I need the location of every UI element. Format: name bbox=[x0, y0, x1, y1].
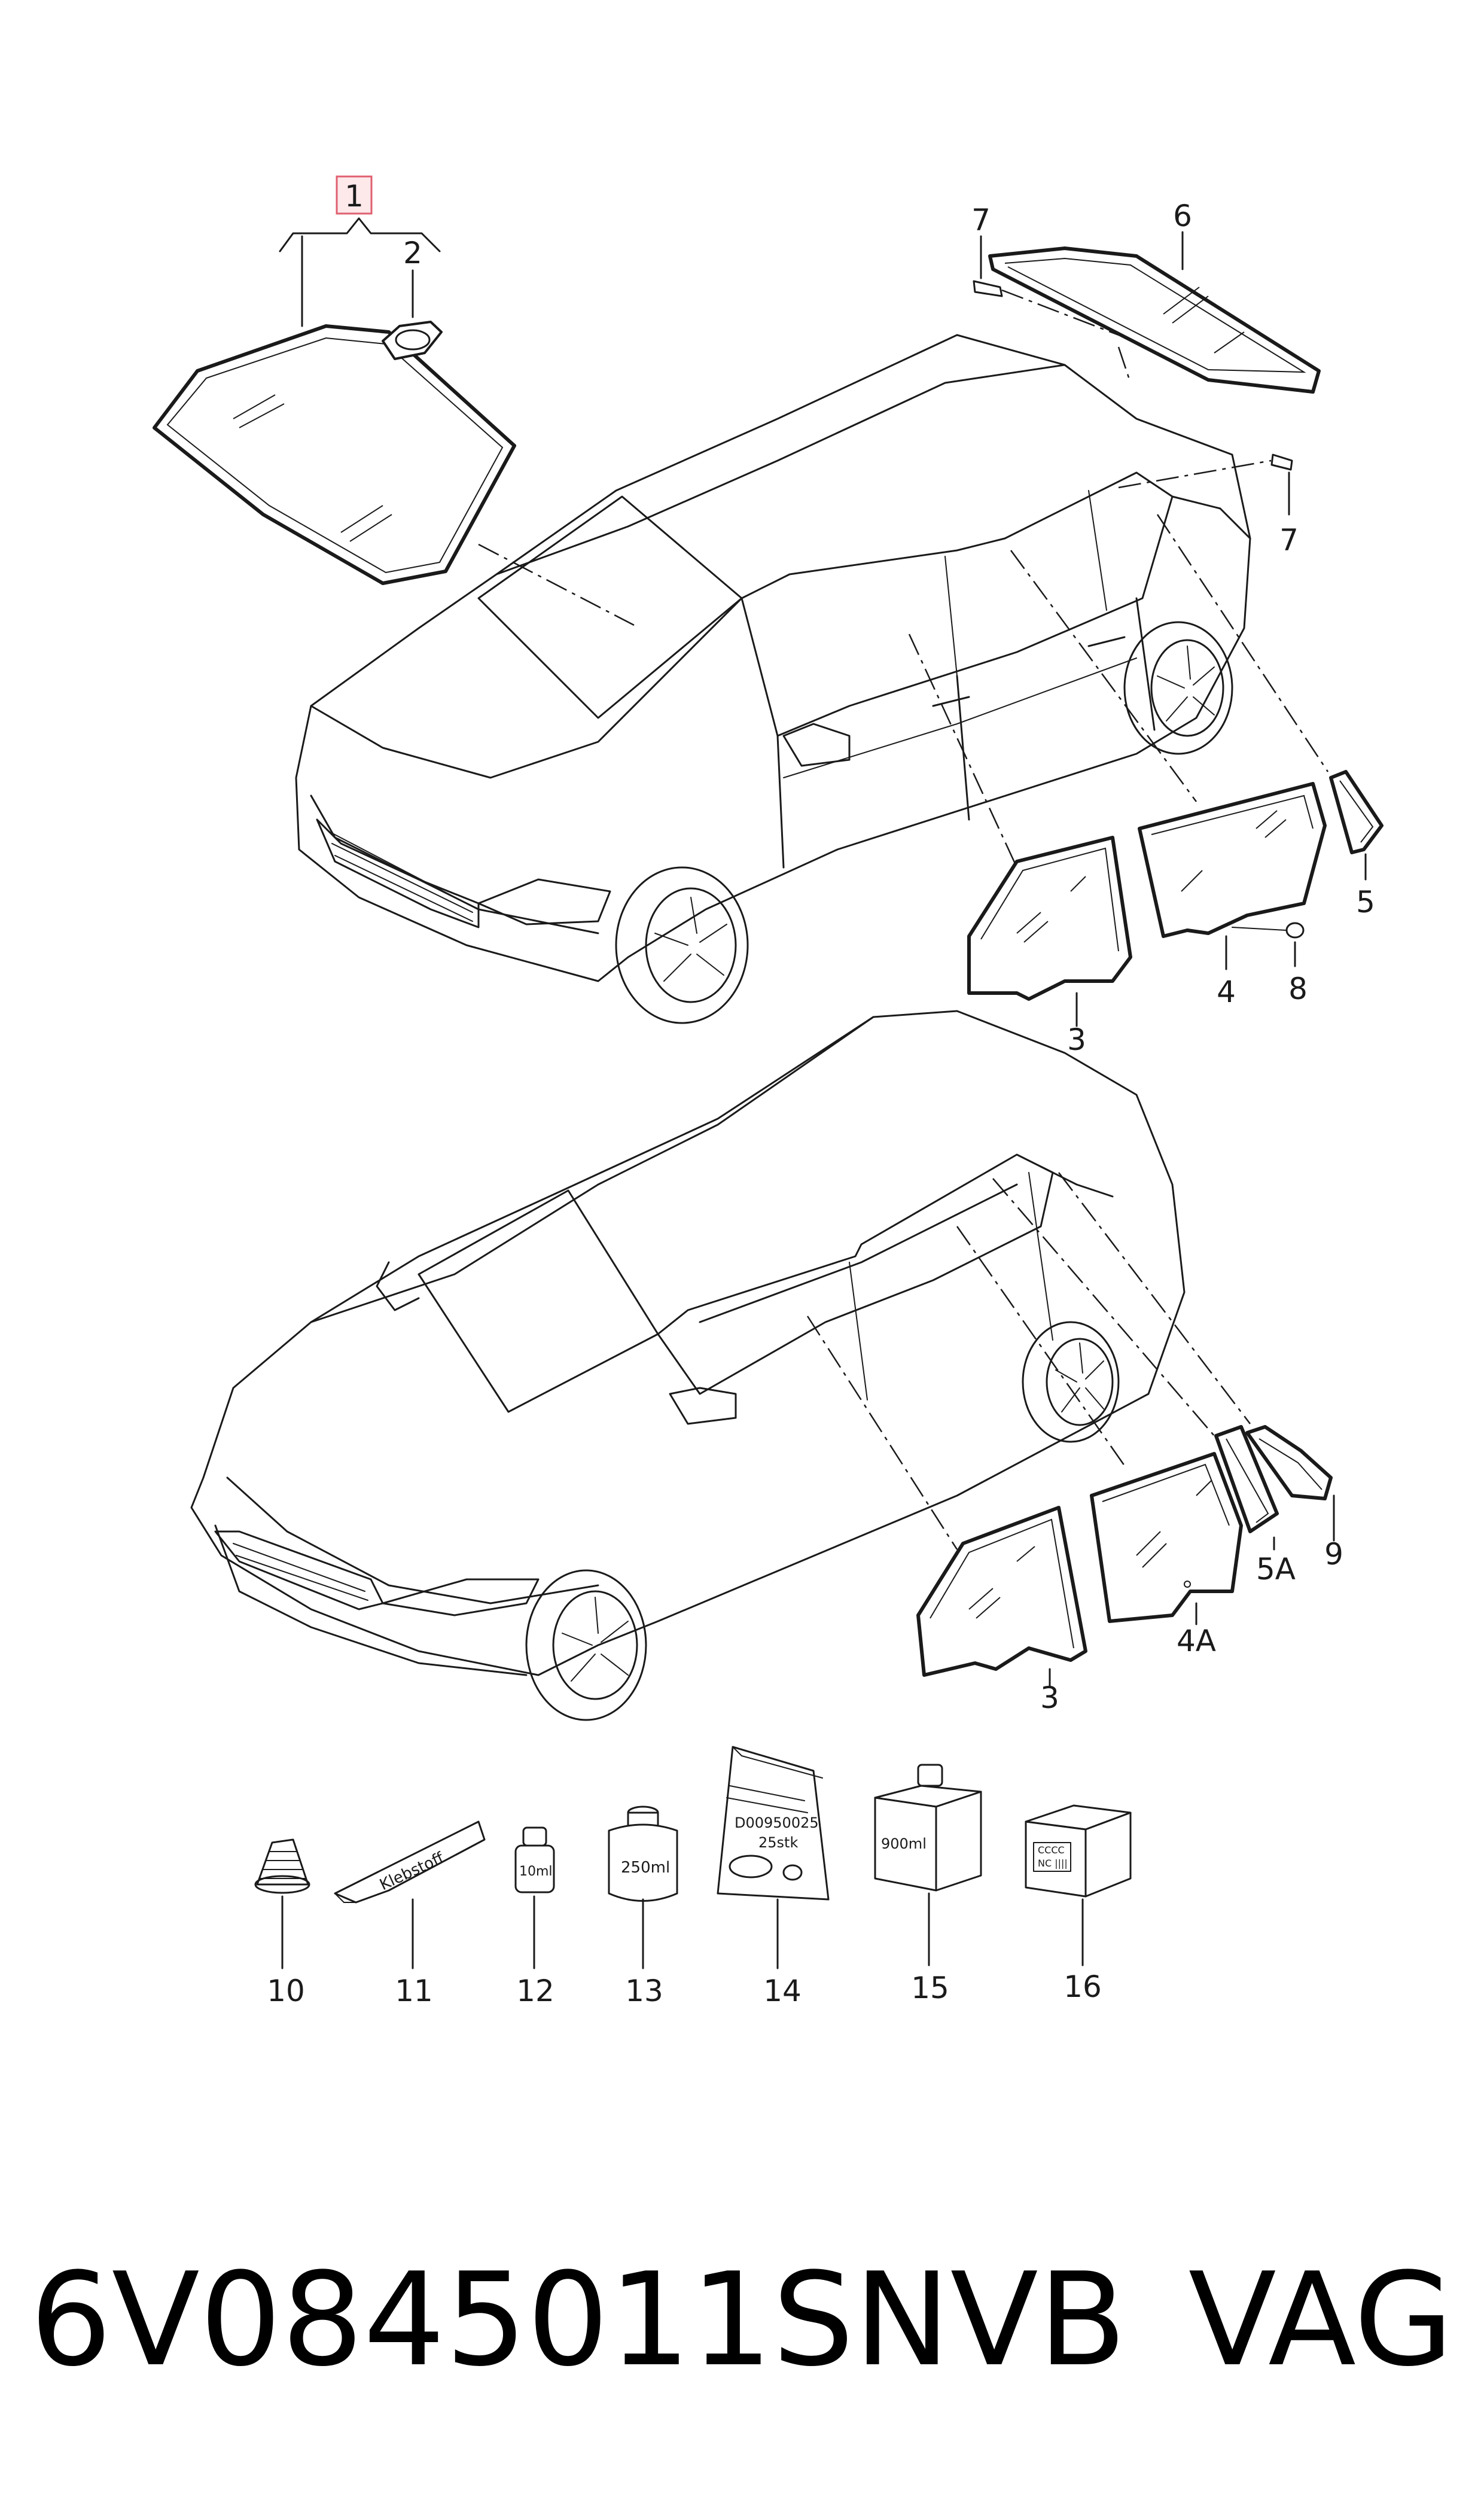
callout-2: 2 bbox=[403, 236, 422, 270]
callout-5: 5 bbox=[1356, 885, 1375, 919]
rear-window-part bbox=[988, 231, 1321, 394]
parts-bag-part-14: D00950025 25stk bbox=[717, 1746, 830, 1969]
svg-text:250ml: 250ml bbox=[621, 1859, 670, 1877]
spiral-grommet-part-10 bbox=[254, 1838, 310, 1969]
callout-14: 14 bbox=[763, 1974, 802, 2008]
quarter-glass-part-5a bbox=[1214, 1425, 1279, 1551]
front-door-glass-part-bottom bbox=[916, 1506, 1087, 1688]
svg-text:10ml: 10ml bbox=[519, 1864, 553, 1879]
callout-7-mid: 7 bbox=[1279, 523, 1299, 558]
bottom-car-illustration bbox=[190, 1010, 1186, 1721]
windshield-part bbox=[153, 324, 516, 585]
svg-text:D00950025: D00950025 bbox=[735, 1814, 819, 1831]
callout-8: 8 bbox=[1288, 972, 1308, 1006]
cube-box-part-16: CCCC NC |||| bbox=[1025, 1804, 1132, 1966]
callout-13: 13 bbox=[625, 1974, 663, 2008]
callout-3-top: 3 bbox=[1067, 1022, 1086, 1057]
part-number: 6V0845011SNVB bbox=[30, 2245, 1127, 2395]
brand-label: VAG bbox=[1188, 2245, 1453, 2395]
callout-3-bottom: 3 bbox=[1040, 1680, 1059, 1715]
callout-11: 11 bbox=[395, 1974, 433, 2008]
small-bottle-part-12: 10ml bbox=[514, 1826, 555, 1969]
callout-7-top: 7 bbox=[971, 203, 991, 238]
callout-6: 6 bbox=[1173, 199, 1192, 233]
callout-4a: 4A bbox=[1177, 1624, 1216, 1658]
callout-10: 10 bbox=[267, 1974, 305, 2008]
footer: 6V0845011SNVB VAG bbox=[30, 2255, 1453, 2411]
svg-text:900ml: 900ml bbox=[881, 1835, 927, 1852]
svg-text:CCCC: CCCC bbox=[1038, 1844, 1065, 1856]
callout-12: 12 bbox=[516, 1974, 554, 2008]
callout-16: 16 bbox=[1064, 1969, 1102, 2004]
clip-part-mid bbox=[1270, 453, 1293, 516]
callout-1-bracket bbox=[279, 217, 441, 252]
callout-1: 1 bbox=[345, 179, 364, 214]
svg-text:25stk: 25stk bbox=[758, 1834, 798, 1851]
svg-text:NC ||||: NC |||| bbox=[1038, 1858, 1068, 1869]
clip-part-top bbox=[973, 235, 1003, 297]
quarter-glass-part bbox=[1329, 770, 1384, 881]
rear-door-glass-part bbox=[1138, 782, 1327, 970]
grommet-part bbox=[1285, 922, 1305, 967]
rear-door-glass-part-4a bbox=[1090, 1452, 1243, 1625]
sensor-bracket-part bbox=[382, 269, 443, 360]
front-door-glass-part-top bbox=[967, 836, 1132, 1027]
adhesive-tube-part-11: Klebstoff bbox=[334, 1820, 486, 1969]
adhesive-box-part-15: 900ml bbox=[874, 1764, 982, 1966]
callout-4: 4 bbox=[1217, 975, 1236, 1009]
quarter-fixed-glass-part-9 bbox=[1245, 1425, 1335, 1542]
callout-1-highlight bbox=[336, 175, 373, 215]
callout-15: 15 bbox=[911, 1971, 949, 2005]
callout-9: 9 bbox=[1324, 1537, 1343, 1572]
callout-5a: 5A bbox=[1256, 1552, 1296, 1587]
primer-can-part-13: 250ml bbox=[608, 1805, 678, 1969]
top-car-illustration bbox=[295, 334, 1251, 1024]
